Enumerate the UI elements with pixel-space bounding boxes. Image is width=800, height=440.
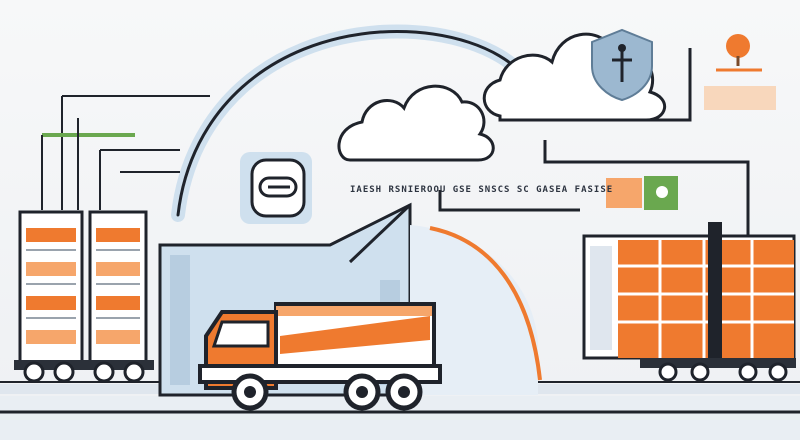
server-rack-icon <box>14 210 154 383</box>
chat-icon <box>606 176 678 210</box>
tree-icon <box>704 34 776 110</box>
cargo-rack-right <box>582 222 796 382</box>
truck-icon <box>198 302 442 411</box>
network-arch <box>171 24 527 222</box>
gear-icon <box>240 152 312 224</box>
cloud-connectors <box>438 48 750 280</box>
left-connectors <box>41 95 210 210</box>
caption-text: IAESH RSNIEROOU GSE SNSCS SC GASEA FASIS… <box>350 185 613 195</box>
location-pin-icon <box>591 28 653 102</box>
